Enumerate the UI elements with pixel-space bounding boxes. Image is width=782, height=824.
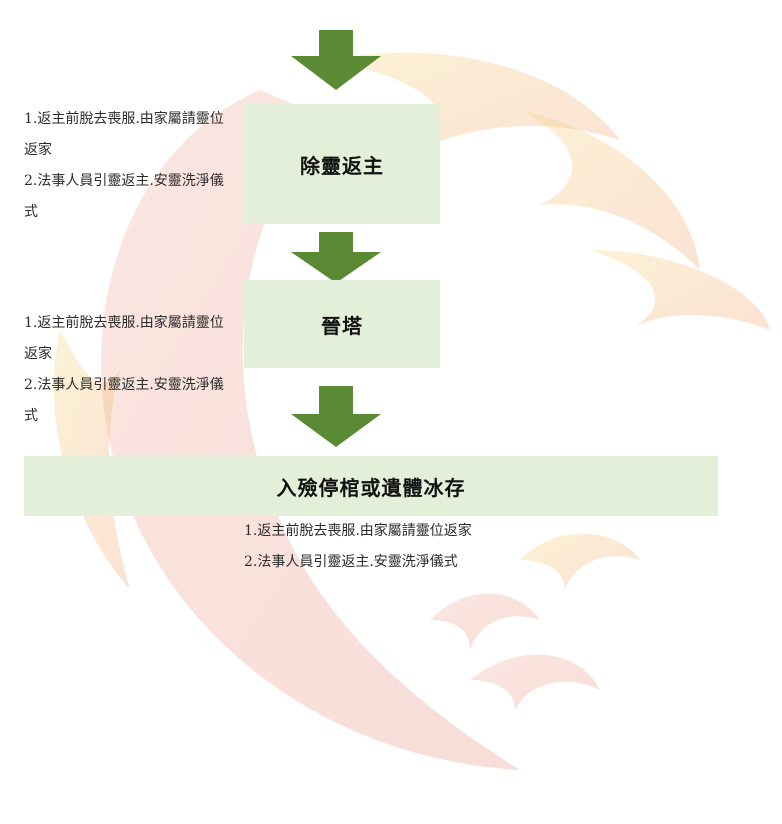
step-1-note-1: 1.返主前脫去喪服.由家屬請靈位返家 bbox=[24, 111, 224, 158]
step-1-note-2: 2.法事人員引靈返主.安靈洗淨儀式 bbox=[24, 173, 224, 220]
step-1-notes: 1.返主前脫去喪服.由家屬請靈位返家 2.法事人員引靈返主.安靈洗淨儀式 bbox=[24, 104, 234, 228]
step-3-note-1: 1.返主前脫去喪服.由家屬請靈位返家 bbox=[244, 523, 472, 539]
down-arrow-icon bbox=[291, 386, 381, 447]
step-3-note-2: 2.法事人員引靈返主.安靈洗淨儀式 bbox=[244, 554, 458, 570]
down-arrow-icon bbox=[291, 30, 381, 90]
step-1-title: 除靈返主 bbox=[300, 153, 384, 178]
step-3-box: 入殮停棺或遺體冰存 bbox=[24, 456, 718, 516]
step-1-box: 除靈返主 bbox=[244, 104, 440, 224]
step-3-notes: 1.返主前脫去喪服.由家屬請靈位返家 2.法事人員引靈返主.安靈洗淨儀式 bbox=[244, 516, 472, 578]
step-2-note-1: 1.返主前脫去喪服.由家屬請靈位返家 bbox=[24, 315, 224, 362]
step-3-title: 入殮停棺或遺體冰存 bbox=[276, 475, 466, 500]
step-2-notes: 1.返主前脫去喪服.由家屬請靈位返家 2.法事人員引靈返主.安靈洗淨儀式 bbox=[24, 308, 234, 432]
step-2-box: 晉塔 bbox=[244, 280, 440, 368]
step-2-title: 晉塔 bbox=[321, 313, 363, 338]
down-arrow-icon bbox=[291, 232, 381, 283]
step-2-note-2: 2.法事人員引靈返主.安靈洗淨儀式 bbox=[24, 377, 224, 424]
